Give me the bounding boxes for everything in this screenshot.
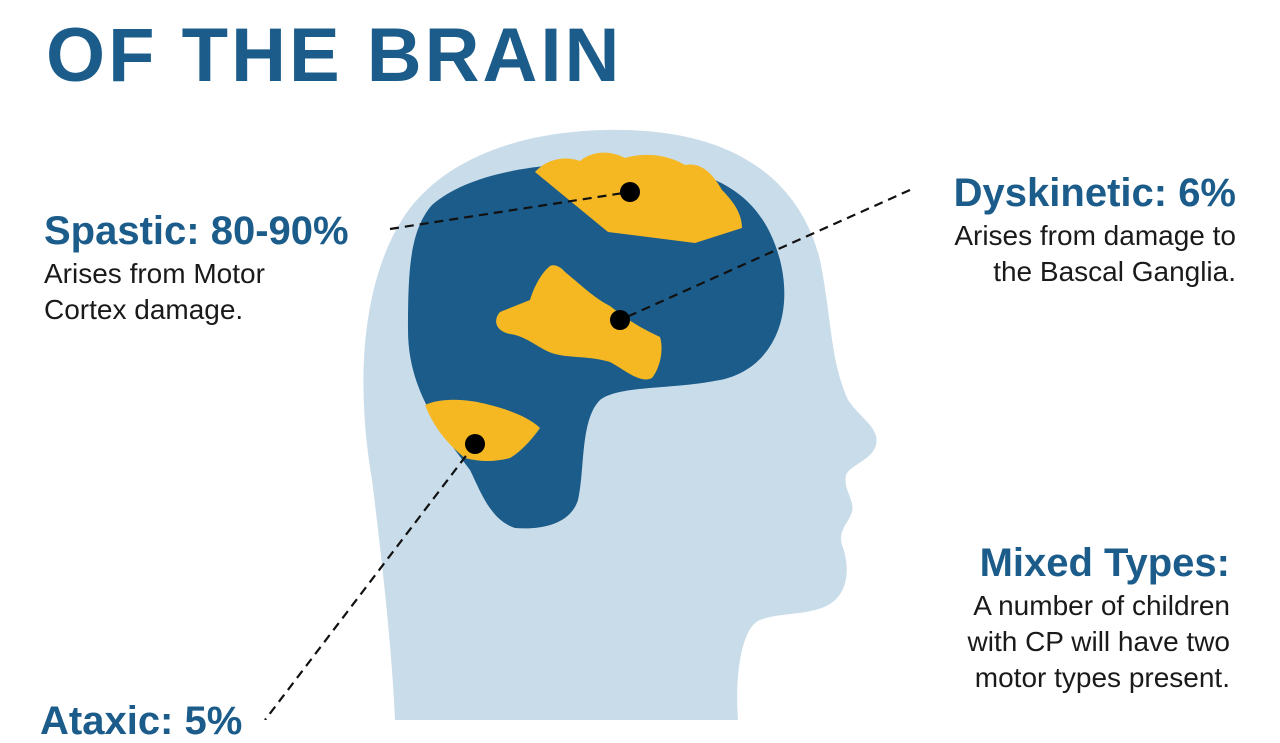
page-title: OF THE BRAIN: [46, 13, 623, 98]
dyskinetic-callout: Dyskinetic: 6% Arises from damage to the…: [856, 172, 1236, 290]
mixed-line-1: A number of children: [973, 590, 1230, 621]
spastic-connector: [389, 190, 631, 231]
spastic-line-1: Arises from Motor: [44, 258, 265, 289]
ataxic-connector: [264, 443, 476, 720]
dyskinetic-connector: [619, 188, 911, 322]
mixed-line-3: motor types present.: [974, 661, 1230, 693]
cerebellum-region: [425, 399, 540, 461]
spastic-heading: Spastic: 80-90%: [44, 209, 349, 253]
spastic-callout: Spastic: 80-90% Arises from Motor Cortex…: [44, 210, 404, 328]
mixed-types-heading: Mixed Types:: [979, 541, 1230, 585]
basal-ganglia-region: [496, 265, 662, 380]
mixed-types-description: A number of children with CP will have t…: [870, 588, 1230, 695]
motor-cortex-region: [535, 152, 742, 243]
spastic-line-2: Cortex damage.: [44, 293, 244, 325]
dyskinetic-marker: [610, 310, 630, 330]
spastic-description: Arises from Motor Cortex damage.: [44, 256, 404, 328]
ataxic-marker: [465, 434, 485, 454]
dyskinetic-heading: Dyskinetic: 6%: [953, 171, 1236, 215]
mixed-types-callout: Mixed Types: A number of children with C…: [870, 542, 1230, 695]
brain-diagram: [264, 129, 911, 720]
dyskinetic-line-1: Arises from damage to: [954, 220, 1236, 251]
mixed-line-2: with CP will have two: [967, 625, 1230, 657]
ataxic-heading: Ataxic: 5%: [40, 699, 243, 743]
ataxic-callout: Ataxic: 5%: [40, 700, 340, 742]
dyskinetic-description: Arises from damage to the Bascal Ganglia…: [856, 218, 1236, 290]
dyskinetic-line-2: the Bascal Ganglia.: [993, 255, 1236, 287]
spastic-marker: [620, 182, 640, 202]
